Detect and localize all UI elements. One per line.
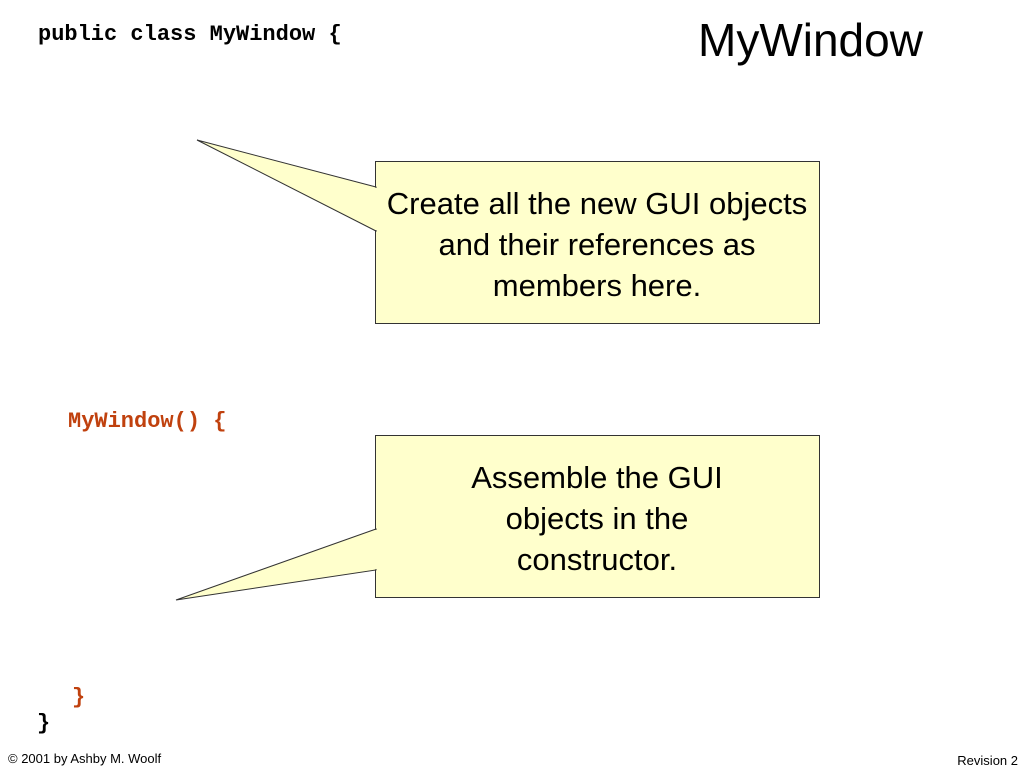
callout-pointer-constructor	[175, 528, 377, 601]
footer-revision: Revision 2	[957, 753, 1018, 768]
callout-line: constructor.	[516, 542, 678, 577]
callout-line: objects in the	[505, 501, 689, 536]
footer-copyright: © 2001 by Ashby M. Woolf	[8, 751, 162, 766]
callout-pointer-members	[196, 139, 377, 232]
callout-box-constructor	[375, 435, 820, 598]
constructor-declaration: MyWindow() {	[68, 409, 227, 434]
callout-box-members	[375, 161, 820, 324]
slide-title: MyWindow	[698, 14, 923, 66]
callout-text-constructor: Assemble the GUI objects in the construc…	[376, 457, 818, 580]
class-close-brace: }	[37, 711, 51, 736]
class-declaration: public class MyWindow {	[38, 22, 342, 47]
callout-text-members: Create all the new GUI objects and their…	[386, 186, 808, 303]
callout-line: Assemble the GUI	[471, 460, 723, 495]
constructor-close-brace: }	[72, 685, 86, 710]
